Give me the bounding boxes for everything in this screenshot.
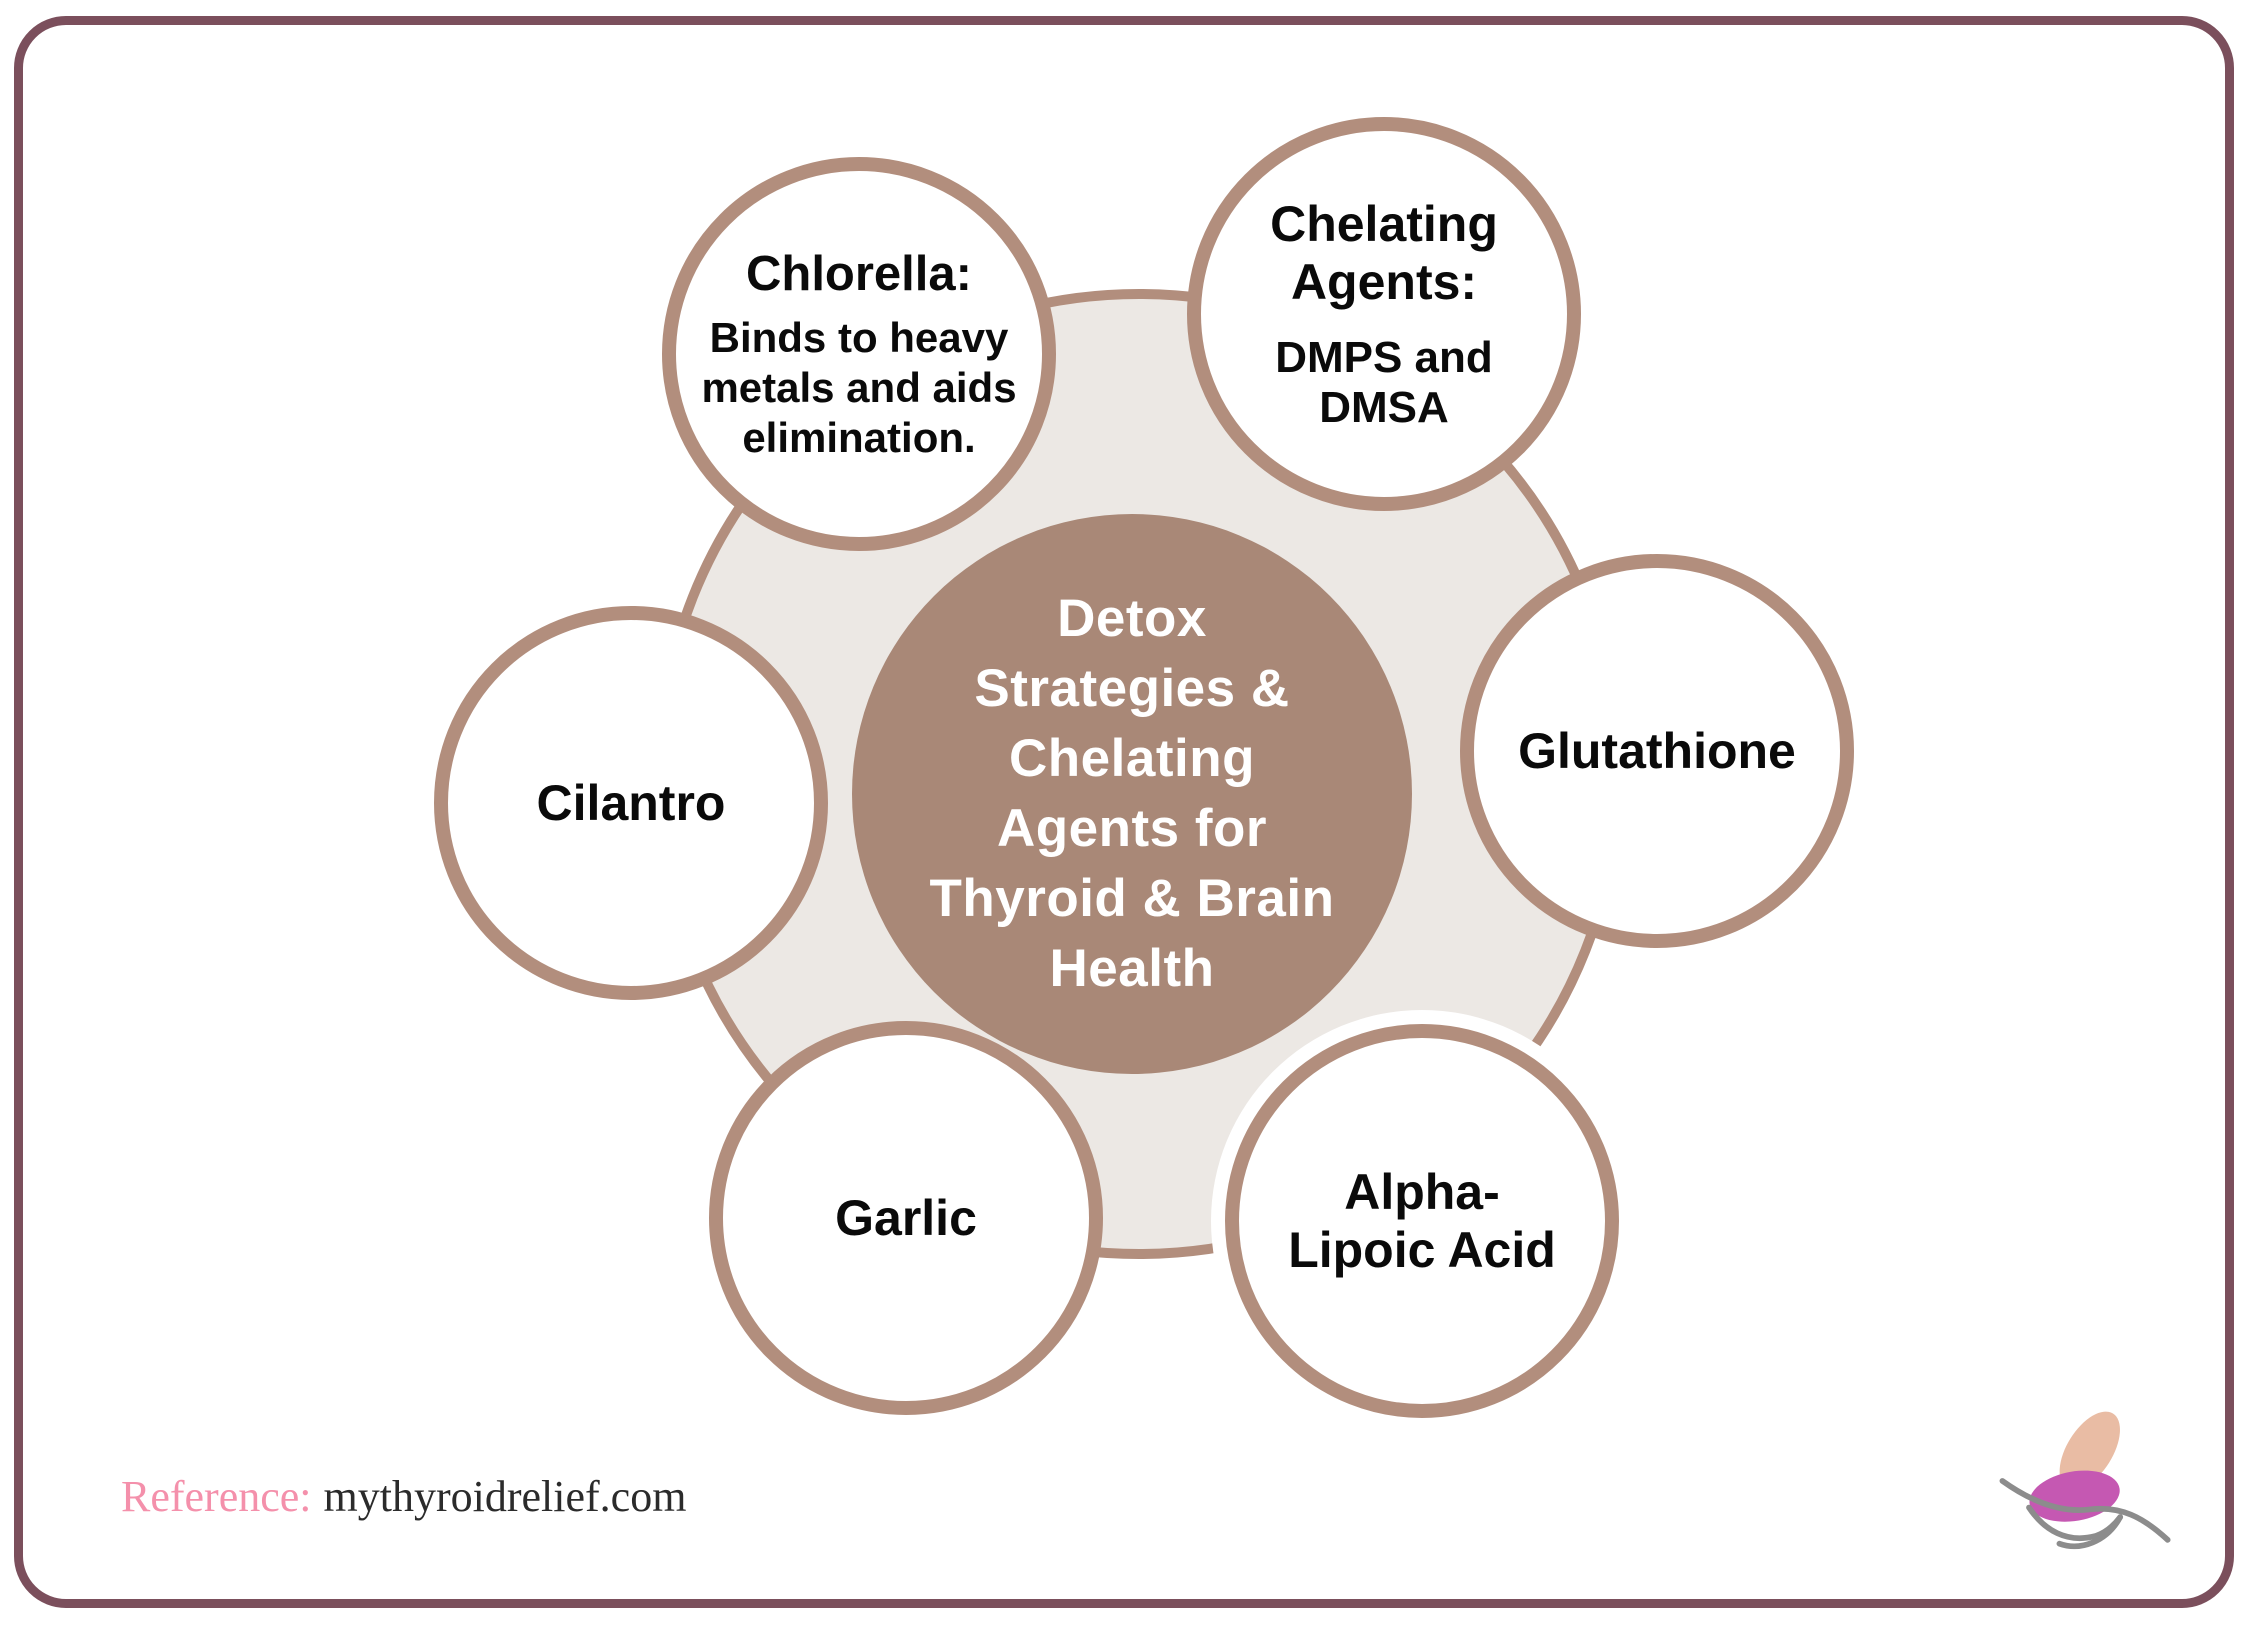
center-topic-circle: Detox Strategies & Chelating Agents for …	[852, 514, 1412, 1074]
logo-hand-hook-line	[2056, 1514, 2124, 1550]
reference-website-text: mythyroidrelief.com	[323, 1472, 687, 1521]
node-chlorella-label: Chlorella:	[746, 247, 972, 301]
node-garlic-label: Garlic	[835, 1190, 977, 1246]
node-alpha-lipoic-acid-label: Alpha- Lipoic Acid	[1288, 1164, 1556, 1278]
infographic-card: Detox Strategies & Chelating Agents for …	[14, 16, 2234, 1608]
reference-label: Reference:	[121, 1472, 312, 1521]
logo-top-petal	[2059, 1411, 2120, 1490]
node-glutathione: Glutathione	[1460, 554, 1854, 948]
node-cilantro: Cilantro	[434, 606, 828, 1000]
node-alpha-lipoic-acid: Alpha- Lipoic Acid	[1225, 1024, 1619, 1418]
center-topic-title: Detox Strategies & Chelating Agents for …	[929, 589, 1335, 998]
node-garlic: Garlic	[709, 1021, 1103, 1415]
node-chlorella: Chlorella: Binds to heavy metals and aid…	[662, 157, 1056, 551]
node-chelating-agents-label: Chelating Agents:	[1270, 196, 1498, 310]
node-chelating-agents: Chelating Agents: DMPS and DMSA	[1187, 117, 1581, 511]
node-cilantro-label: Cilantro	[536, 775, 726, 831]
node-glutathione-label: Glutathione	[1518, 723, 1796, 779]
butterfly-in-hand-logo-icon	[1999, 1411, 2171, 1550]
logo-hand-swoosh-line	[1999, 1478, 2171, 1543]
node-chlorella-description: Binds to heavy metals and aids eliminati…	[701, 314, 1017, 461]
detox-strategies-diagram: Detox Strategies & Chelating Agents for …	[23, 25, 2225, 1599]
node-chelating-agents-description: DMPS and DMSA	[1275, 333, 1493, 432]
reference-footer: Reference:mythyroidrelief.com	[121, 1471, 686, 1522]
